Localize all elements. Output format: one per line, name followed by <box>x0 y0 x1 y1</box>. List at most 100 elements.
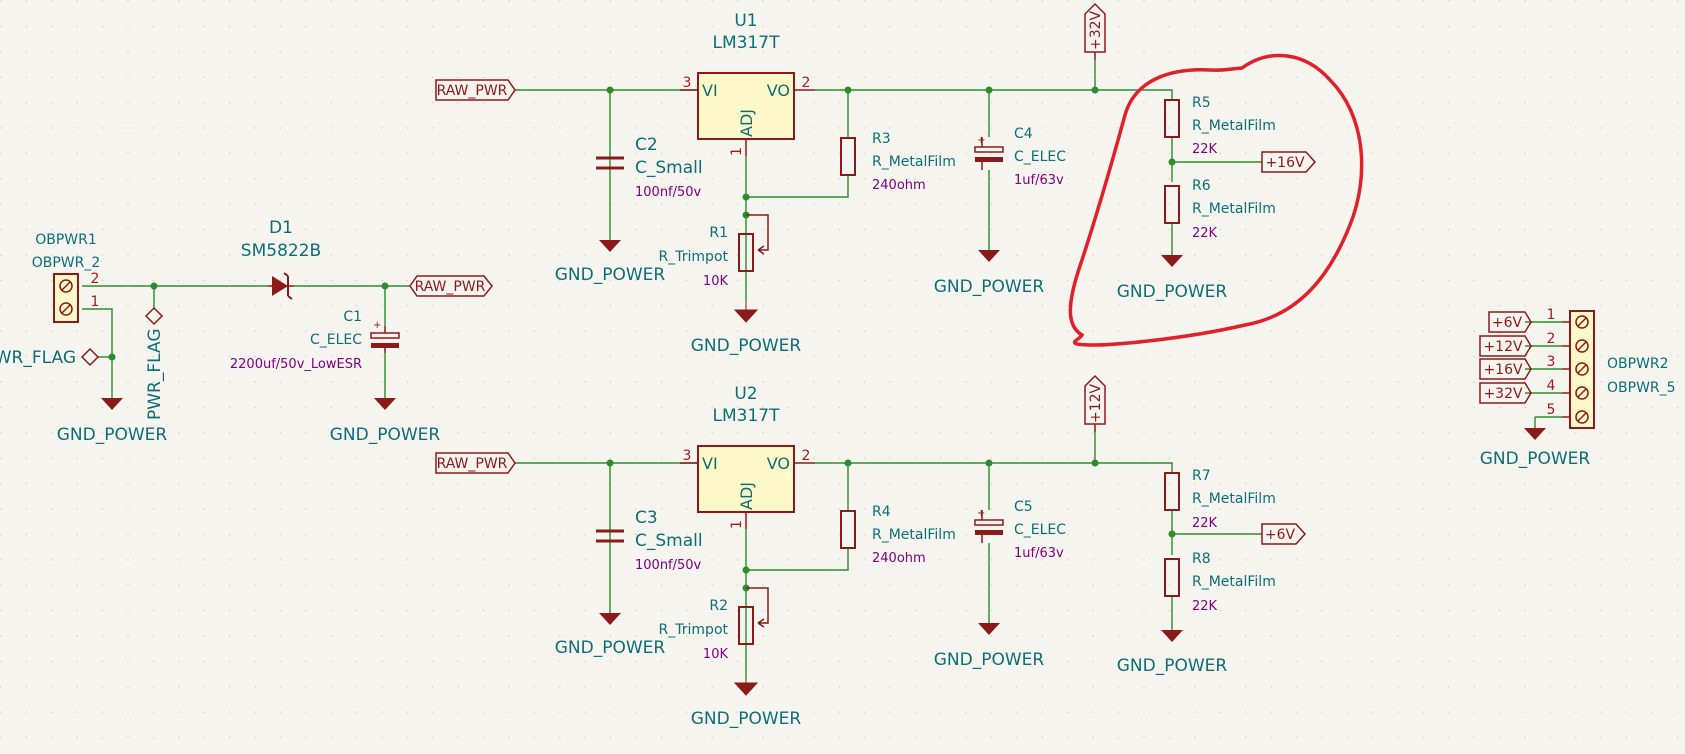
svg-text:+: + <box>977 135 985 146</box>
r8-ref: R8 <box>1192 551 1211 567</box>
r1-value: R_Trimpot <box>659 249 729 265</box>
u2-ref: U2 <box>734 384 757 404</box>
obpwr2-ref: OBPWR2 <box>1607 356 1669 372</box>
capacitor-c3[interactable]: C3 C_Small 100nf/50v <box>596 508 703 573</box>
connector-net-label-12v[interactable]: +12V <box>1479 335 1532 357</box>
u1-pin-vo: VO <box>767 81 790 100</box>
net-label-raw-pwr-u1[interactable]: RAW_PWR <box>435 79 516 101</box>
r5-ref: R5 <box>1192 95 1211 111</box>
u1-pin-vi: VI <box>702 81 718 100</box>
capacitor-c1[interactable]: + C1 C_ELEC 2200uf/50v_LowESR <box>230 309 400 372</box>
c2-spec: 100nf/50v <box>635 185 702 200</box>
connector-obpwr2[interactable]: 1 2 3 4 5 OBPWR2 OBPWR_5 <box>1547 307 1676 429</box>
pwr-flag-horizontal[interactable]: WR_FLAG <box>0 347 100 368</box>
resistor-r6[interactable]: R6 R_MetalFilm 22K <box>1164 178 1276 241</box>
svg-text:RAW_PWR: RAW_PWR <box>437 83 508 99</box>
u2-pin2: 2 <box>802 448 811 464</box>
r6-ref: R6 <box>1192 178 1211 194</box>
u1-pin-adj: ADJ <box>737 109 756 137</box>
pwr-flag-vertical[interactable]: PWR_FLAG <box>144 306 165 420</box>
c5-value: C_ELEC <box>1014 522 1066 538</box>
c1-ref: C1 <box>343 309 362 325</box>
d1-ref: D1 <box>269 218 293 238</box>
net-label-raw-pwr-input[interactable]: RAW_PWR <box>409 275 493 297</box>
r4-value: R_MetalFilm <box>872 527 956 543</box>
trimpot-r1[interactable]: R1 R_Trimpot 10K <box>659 214 769 289</box>
power-label-32v[interactable]: +32V <box>1084 2 1106 60</box>
diode-d1[interactable]: D1 SM5822B <box>241 218 321 300</box>
svg-text:+6V: +6V <box>1492 315 1523 331</box>
trimpot-r2[interactable]: R2 R_Trimpot 10K <box>659 587 769 662</box>
u2-pin-adj: ADJ <box>737 482 756 510</box>
r4-spec: 240ohm <box>872 551 926 566</box>
resistor-r5[interactable]: R5 R_MetalFilm 22K <box>1164 95 1276 157</box>
regulator-u1[interactable]: U1 LM317T VI VO ADJ 3 2 1 <box>680 11 815 156</box>
r2-spec: 10K <box>703 647 729 662</box>
gnd-label: GND_POWER <box>57 425 168 445</box>
svg-text:RAW_PWR: RAW_PWR <box>415 279 486 295</box>
capacitor-c4[interactable]: + C4 C_ELEC 1uf/63v <box>974 126 1066 188</box>
u2-value: LM317T <box>713 406 781 426</box>
ground-labels: GND_POWER GND_POWER GND_POWER GND_POWER … <box>57 265 1591 729</box>
resistor-r3[interactable]: R3 R_MetalFilm 240ohm <box>840 131 956 193</box>
svg-text:PWR_FLAG: PWR_FLAG <box>145 328 165 420</box>
c5-ref: C5 <box>1014 499 1033 515</box>
obpwr2-pin-1: 1 <box>1547 307 1556 323</box>
svg-text:+: + <box>977 508 985 519</box>
u1-value: LM317T <box>713 33 781 53</box>
svg-text:WR_FLAG: WR_FLAG <box>0 348 76 368</box>
r6-spec: 22K <box>1192 226 1218 241</box>
c3-spec: 100nf/50v <box>635 558 702 573</box>
net-label-16v[interactable]: +16V <box>1261 151 1317 173</box>
u1-pin2: 2 <box>802 75 811 91</box>
capacitor-c2[interactable]: C2 C_Small 100nf/50v <box>596 135 703 200</box>
svg-text:+16V: +16V <box>1265 155 1305 171</box>
svg-text:+12V: +12V <box>1483 339 1523 355</box>
resistor-r7[interactable]: R7 R_MetalFilm 22K <box>1164 468 1276 531</box>
svg-text:+32V: +32V <box>1483 386 1523 402</box>
connector-obpwr1[interactable]: OBPWR1 OBPWR_2 2 1 <box>32 232 101 323</box>
r1-ref: R1 <box>709 225 728 241</box>
gnd-label: GND_POWER <box>330 425 441 445</box>
u1-pin1: 1 <box>729 147 745 156</box>
resistor-r8[interactable]: R8 R_MetalFilm 22K <box>1164 551 1276 614</box>
r7-spec: 22K <box>1192 516 1218 531</box>
r3-value: R_MetalFilm <box>872 154 956 170</box>
gnd-label: GND_POWER <box>1480 449 1591 469</box>
obpwr1-pin2: 2 <box>91 271 100 287</box>
connector-net-label-6v[interactable]: +6V <box>1488 311 1532 333</box>
net-label-6v[interactable]: +6V <box>1261 523 1307 545</box>
u1-ref: U1 <box>734 11 757 31</box>
c2-ref: C2 <box>635 135 658 155</box>
connector-net-label-32v[interactable]: +32V <box>1479 382 1532 404</box>
c4-value: C_ELEC <box>1014 149 1066 165</box>
svg-text:+32V: +32V <box>1088 10 1104 50</box>
power-label-12v[interactable]: +12V <box>1084 374 1106 432</box>
gnd-label: GND_POWER <box>691 336 802 356</box>
c4-spec: 1uf/63v <box>1014 173 1064 188</box>
r4-ref: R4 <box>872 504 891 520</box>
obpwr2-value: OBPWR_5 <box>1607 380 1676 396</box>
d1-value: SM5822B <box>241 241 321 261</box>
r3-spec: 240ohm <box>872 178 926 193</box>
u2-pin1: 1 <box>729 520 745 529</box>
regulator-u2[interactable]: U2 LM317T VI VO ADJ 3 2 1 <box>680 384 815 529</box>
svg-text:+6V: +6V <box>1265 527 1296 543</box>
r6-value: R_MetalFilm <box>1192 201 1276 217</box>
connector-net-label-16v[interactable]: +16V <box>1479 358 1532 380</box>
r5-value: R_MetalFilm <box>1192 118 1276 134</box>
c2-value: C_Small <box>635 158 703 178</box>
r2-value: R_Trimpot <box>659 622 729 638</box>
obpwr1-pin1: 1 <box>91 294 100 310</box>
c1-value: C_ELEC <box>310 332 362 348</box>
c3-ref: C3 <box>635 508 658 528</box>
gnd-label: GND_POWER <box>1117 656 1228 676</box>
u2-pin3: 3 <box>683 448 692 464</box>
c3-value: C_Small <box>635 531 703 551</box>
u1-pin3: 3 <box>683 75 692 91</box>
capacitor-c5[interactable]: + C5 C_ELEC 1uf/63v <box>974 499 1066 561</box>
net-label-raw-pwr-u2[interactable]: RAW_PWR <box>435 452 516 474</box>
resistor-r4[interactable]: R4 R_MetalFilm 240ohm <box>840 504 956 566</box>
r7-value: R_MetalFilm <box>1192 491 1276 507</box>
annotation-circle <box>1068 53 1364 347</box>
